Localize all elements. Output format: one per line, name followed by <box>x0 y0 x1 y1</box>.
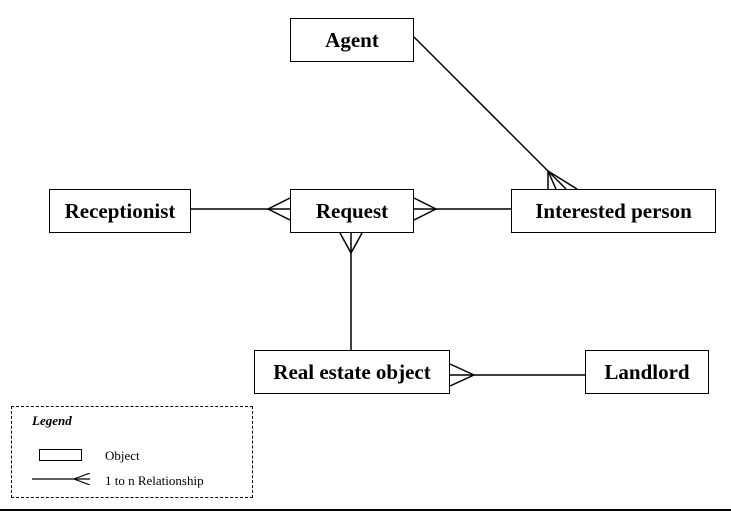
relationship-landlord-real-estate-object <box>449 363 585 387</box>
entity-landlord: Landlord <box>585 350 709 394</box>
relationship-interested-person-request <box>413 197 511 221</box>
legend-box: Legend Object 1 to n Relationship <box>11 406 253 498</box>
entity-agent-label: Agent <box>325 27 379 52</box>
legend-title: Legend <box>32 413 72 428</box>
relationship-real-estate-object-request <box>339 232 363 350</box>
entity-landlord-label: Landlord <box>604 359 690 384</box>
legend-relationship-label: 1 to n Relationship <box>105 473 204 488</box>
entity-request: Request <box>290 189 414 233</box>
legend-relationship-icon <box>32 473 91 485</box>
legend-object-swatch <box>39 449 82 461</box>
entity-receptionist-label: Receptionist <box>64 198 176 223</box>
entity-real-estate-object-label: Real estate object <box>273 359 431 384</box>
entity-receptionist: Receptionist <box>49 189 191 233</box>
entity-interested-person-label: Interested person <box>535 198 692 223</box>
relationship-receptionist-request <box>191 197 291 221</box>
bottom-border-line <box>0 509 731 511</box>
relationship-agent-interested-person <box>413 36 578 190</box>
legend-object-label: Object <box>105 448 140 463</box>
entity-agent: Agent <box>290 18 414 62</box>
entity-real-estate-object: Real estate object <box>254 350 450 394</box>
entity-interested-person: Interested person <box>511 189 716 233</box>
entity-request-label: Request <box>315 198 389 223</box>
